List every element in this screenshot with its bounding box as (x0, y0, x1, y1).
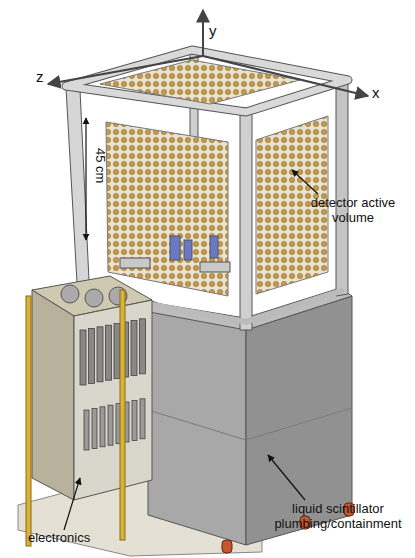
axes (48, 10, 368, 96)
crate-modules (80, 319, 146, 450)
seam-line (246, 408, 352, 440)
seam-line (148, 410, 246, 440)
dimension-line (85, 118, 86, 240)
callout-label: detector active volume (303, 196, 403, 226)
dimension-label: 45 cm (92, 148, 107, 183)
leader-lines (64, 170, 318, 530)
axis-label: x (372, 84, 380, 101)
callout-label: electronics (28, 531, 90, 546)
base-front (148, 300, 246, 545)
rack-posts (26, 290, 125, 546)
axis-label: y (209, 22, 217, 39)
axis-label: z (36, 68, 44, 85)
callout-label: liquid scintillator plumbing/containment (268, 502, 408, 532)
electronics-rack (32, 276, 152, 500)
pmt-array-top (100, 60, 300, 104)
supports (120, 236, 230, 272)
